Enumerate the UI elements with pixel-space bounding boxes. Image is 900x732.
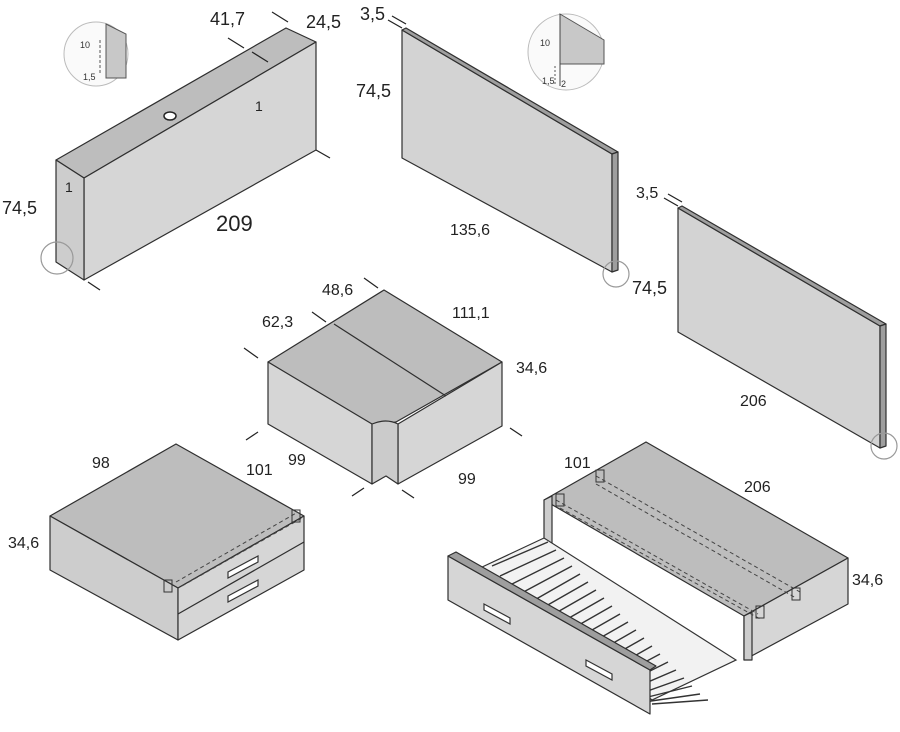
headboard-module: [40, 11, 331, 291]
headboard-top-length: 41,7: [210, 9, 245, 29]
detail2-dim-a: 10: [540, 38, 550, 48]
headboard-depth: 24,5: [306, 12, 341, 32]
trundle-bed-frame: [543, 441, 849, 661]
drawer-unit-height: 34,6: [8, 535, 39, 552]
trundle-depth: 101: [564, 455, 591, 472]
headboard-detail-marker: [40, 241, 74, 275]
drawer-unit: [49, 443, 305, 641]
detail1-dim-a: 10: [80, 40, 90, 50]
trundle-handle-icon: [585, 658, 613, 682]
trundle-length: 206: [744, 479, 771, 496]
headboard-part-label-top: 1: [255, 98, 263, 114]
corner-unit-depth-2: 62,3: [262, 314, 293, 331]
corner-unit-height: 34,6: [516, 360, 547, 377]
back-panel-2-height: 74,5: [632, 278, 667, 298]
corner-unit-width-1: 99: [288, 452, 306, 469]
corner-unit-width-2: 99: [458, 471, 476, 488]
corner-unit-depth-3: 111,1: [452, 305, 490, 322]
trundle-handle-icon: [483, 602, 511, 626]
detail2-dim-c: 2: [561, 79, 566, 89]
back-panel-2-length: 206: [740, 393, 767, 410]
drawer-handle-icon: [227, 555, 259, 579]
detail1-dim-b: 1,5: [83, 72, 96, 82]
headboard-part-label-side: 1: [65, 179, 73, 195]
headboard-height: 74,5: [2, 198, 37, 218]
back-panel-1-height: 74,5: [356, 81, 391, 101]
back-panel-1-length: 135,6: [450, 222, 490, 239]
corner-unit: [243, 277, 523, 499]
drawer-handle-icon: [227, 579, 259, 603]
back-panel-1: [387, 15, 630, 288]
back-panel-2-thickness: 3,5: [636, 185, 658, 202]
trundle-drawer-front: [447, 551, 657, 715]
drawer-unit-depth-2: 101: [246, 462, 273, 479]
drawer-unit-depth-1: 98: [92, 455, 110, 472]
back-panel-profile-detail: [527, 13, 605, 91]
back-panel-2: [663, 193, 898, 460]
cable-hole-icon: [163, 111, 177, 121]
trundle-height: 34,6: [852, 572, 883, 589]
headboard-profile-detail: [63, 21, 129, 87]
back-panel-1-thickness: 3,5: [360, 4, 385, 24]
detail2-dim-b: 1,5: [542, 76, 555, 86]
headboard-width: 209: [216, 211, 253, 236]
corner-unit-depth-1: 48,6: [322, 282, 353, 299]
